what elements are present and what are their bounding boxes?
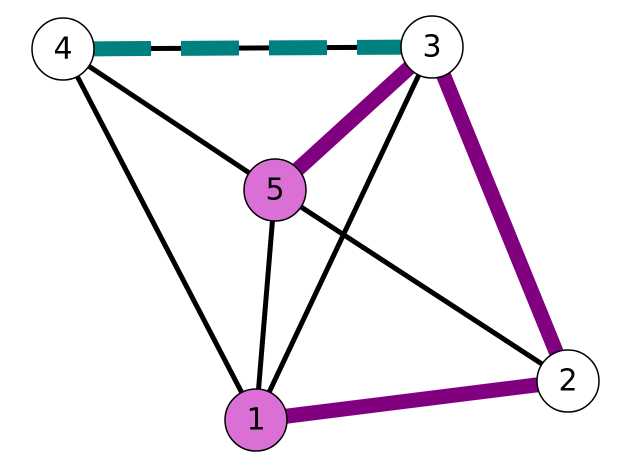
node-5-label: 5 xyxy=(265,173,284,208)
node-4: 4 xyxy=(31,17,95,81)
edge-5-3-bold-highlight xyxy=(269,41,438,196)
node-1-label: 1 xyxy=(246,403,265,438)
node-1: 1 xyxy=(224,388,288,452)
edge-4-3-dashed-highlight xyxy=(62,39,433,57)
node-2-label: 2 xyxy=(558,364,577,399)
node-3-circle xyxy=(400,15,464,79)
node-2-circle xyxy=(536,349,600,413)
nodes-layer: 1 2 3 4 5 xyxy=(31,15,600,452)
node-5-circle xyxy=(243,158,307,222)
node-5: 5 xyxy=(243,158,307,222)
edge-3-2-bold-highlight xyxy=(425,44,575,384)
node-1-circle xyxy=(224,388,288,452)
node-3-label: 3 xyxy=(422,30,441,65)
edge-1-2-bold-highlight xyxy=(255,373,569,428)
edges-layer xyxy=(60,39,575,428)
edge-4-5 xyxy=(61,46,277,193)
node-3: 3 xyxy=(400,15,464,79)
edge-5-1 xyxy=(253,189,278,421)
node-4-circle xyxy=(31,17,95,81)
edge-4-1 xyxy=(60,47,259,422)
node-2: 2 xyxy=(536,349,600,413)
node-4-label: 4 xyxy=(53,32,72,67)
edge-5-2 xyxy=(273,187,570,384)
